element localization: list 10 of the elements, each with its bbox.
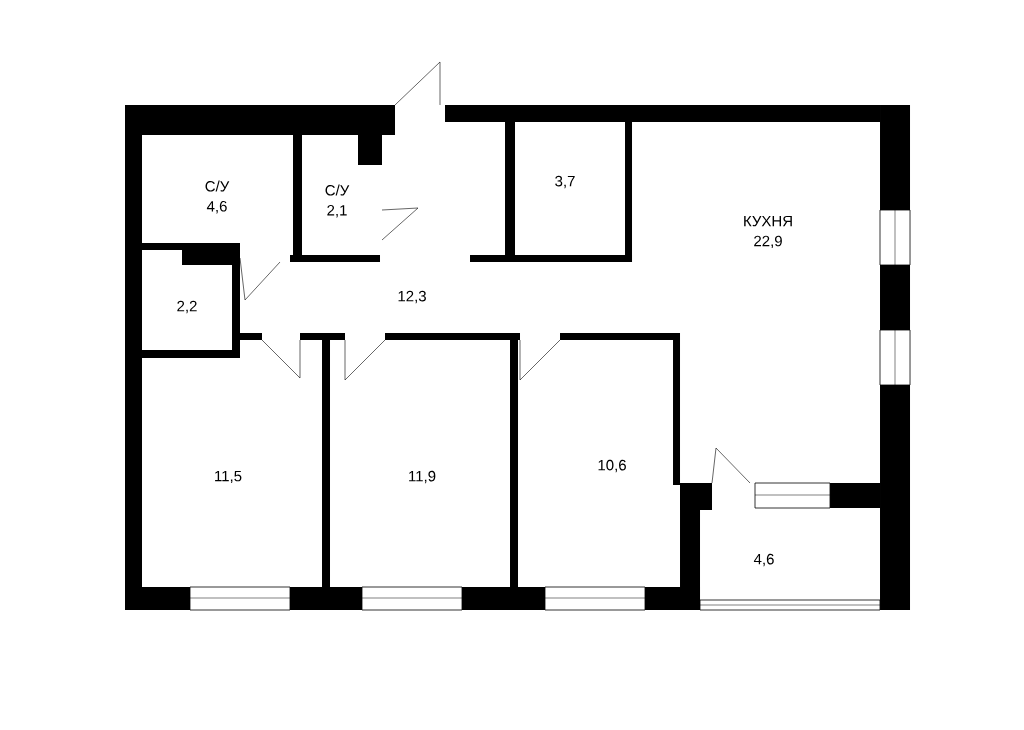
- room-label: 11,5: [215, 470, 242, 484]
- room-label: 12,3: [398, 290, 426, 304]
- room-label: 11,9: [409, 470, 436, 484]
- room-label: С/У 4,6: [205, 180, 230, 214]
- room-label: 3,7: [555, 175, 575, 189]
- room-label: 2,2: [177, 300, 197, 314]
- room-label: 4,6: [753, 553, 774, 567]
- room-label: КУХНЯ 22,9: [744, 215, 792, 249]
- room-label: 10,6: [598, 459, 626, 473]
- room-label: С/У 2,1: [325, 184, 350, 218]
